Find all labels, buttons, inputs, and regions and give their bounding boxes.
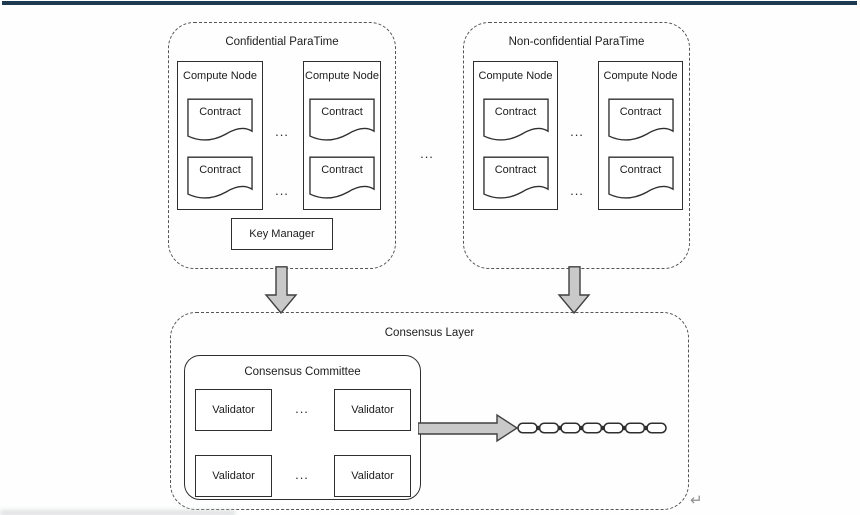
ellipsis: ... (295, 467, 309, 482)
cut-off-text-artifact (0, 510, 235, 515)
contract-shape: Contract (309, 98, 375, 145)
contract-document-icon (607, 98, 674, 141)
key-manager-box: Key Manager (231, 218, 333, 250)
return-icon: ↵ (690, 492, 703, 509)
contract-shape: Contract (187, 156, 253, 203)
consensus-committee-box: Consensus Committee Validator Validator … (184, 355, 421, 500)
ellipsis: ... (570, 183, 584, 198)
contract-document-icon (187, 156, 253, 199)
confidential-paratime-group: Confidential ParaTime Compute Node Contr… (168, 22, 396, 269)
contract-label: Contract (199, 106, 241, 118)
ellipsis: ... (570, 124, 584, 139)
contract-shape: Contract (309, 156, 375, 203)
validator-box: Validator (195, 389, 272, 431)
contract-document-icon (607, 156, 674, 199)
contract-document-icon (482, 98, 549, 141)
down-arrow-icon (264, 266, 298, 314)
validator-box: Validator (195, 455, 272, 497)
validator-box: Validator (334, 389, 411, 431)
contract-shape: Contract (607, 98, 674, 145)
compute-node: Compute Node Contract Contract (177, 61, 263, 210)
contract-shape: Contract (482, 156, 549, 203)
contract-label: Contract (619, 164, 662, 176)
compute-node: Compute Node Contract Contract (473, 61, 558, 210)
right-arrow-and-chain (418, 413, 667, 443)
blockchain-chain-icon (517, 422, 667, 434)
consensus-layer-title: Consensus Layer (384, 327, 475, 339)
ellipsis: ... (295, 401, 309, 416)
contract-shape: Contract (187, 98, 253, 145)
non-confidential-paratime-group: Non-confidential ParaTime Compute Node C… (463, 22, 690, 269)
non-confidential-paratime-title: Non-confidential ParaTime (508, 36, 645, 48)
contract-label: Contract (494, 106, 537, 118)
compute-node-title: Compute Node (183, 70, 257, 82)
confidential-paratime-title: Confidential ParaTime (225, 36, 339, 48)
contract-shape: Contract (482, 98, 549, 145)
consensus-committee-title: Consensus Committee (244, 366, 361, 378)
consensus-layer-group: Consensus Layer Consensus Committee Vali… (170, 312, 689, 510)
contract-document-icon (187, 98, 253, 141)
contract-label: Contract (619, 106, 662, 118)
contract-label: Contract (199, 164, 241, 176)
contract-label: Contract (321, 164, 363, 176)
contract-document-icon (309, 98, 375, 141)
paratime-ellipsis: ... (420, 146, 434, 161)
top-divider-bar (2, 1, 857, 5)
contract-label: Contract (494, 164, 537, 176)
compute-node-title: Compute Node (305, 70, 379, 82)
down-arrow-icon (557, 266, 591, 314)
compute-node: Compute Node Contract Contract (598, 61, 683, 210)
right-arrow-icon (418, 413, 519, 443)
ellipsis: ... (275, 183, 289, 198)
contract-label: Contract (321, 106, 363, 118)
compute-node: Compute Node Contract Contract (303, 61, 381, 210)
contract-document-icon (482, 156, 549, 199)
validator-box: Validator (334, 455, 411, 497)
compute-node-title: Compute Node (603, 70, 678, 82)
contract-document-icon (309, 156, 375, 199)
ellipsis: ... (275, 124, 289, 139)
compute-node-title: Compute Node (478, 70, 553, 82)
contract-shape: Contract (607, 156, 674, 203)
